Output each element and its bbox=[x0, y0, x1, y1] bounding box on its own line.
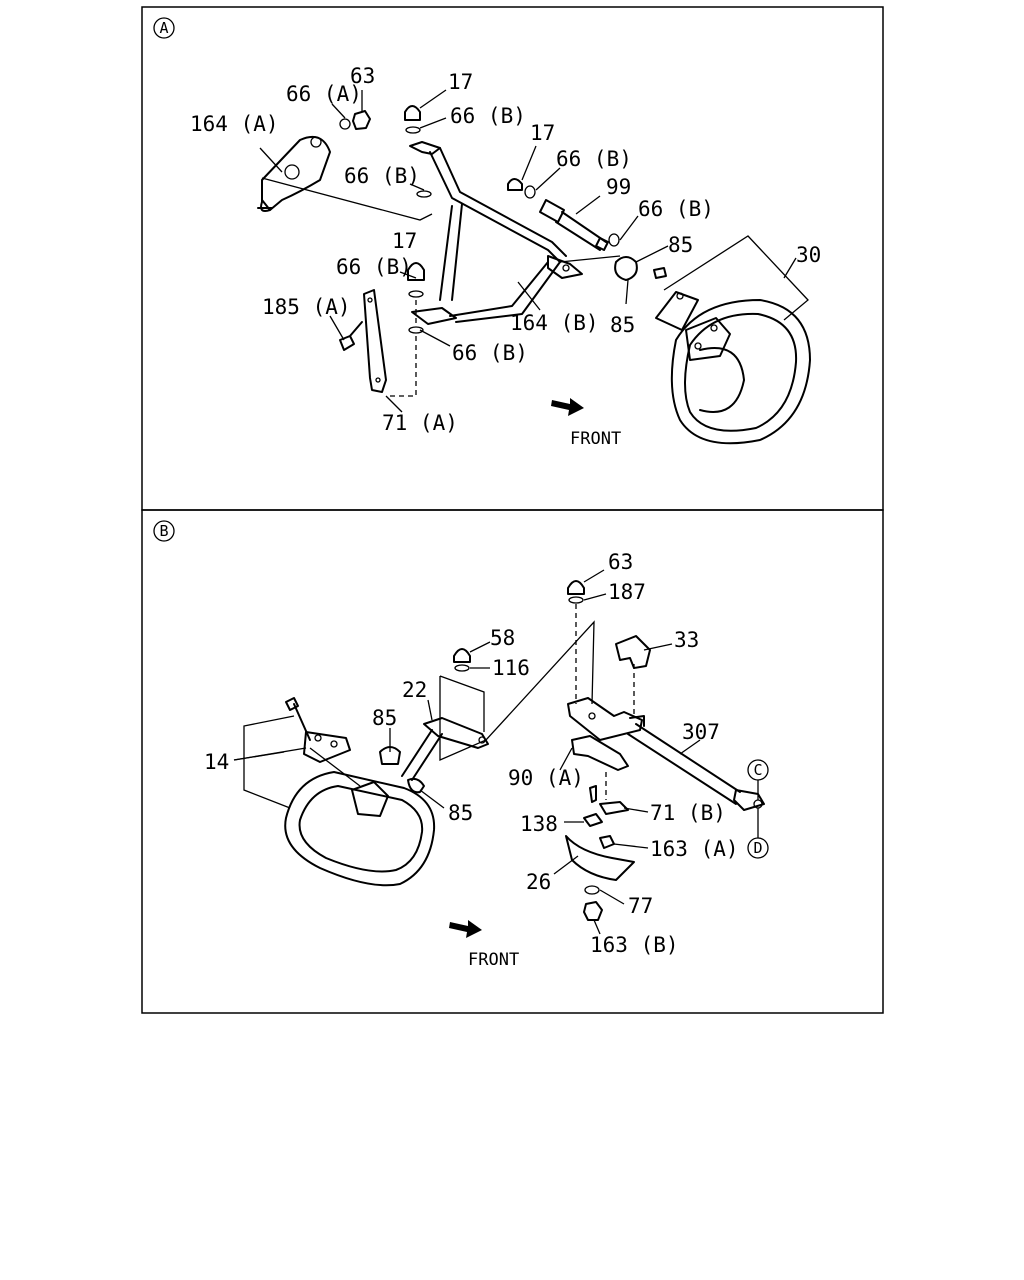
washer-66b-top bbox=[405, 126, 421, 134]
washer-66b-mid bbox=[524, 185, 536, 199]
label-17-mid: 17 bbox=[530, 121, 555, 145]
washer-66a bbox=[339, 118, 351, 130]
cover-33 bbox=[615, 635, 651, 669]
label-b-33: 33 bbox=[674, 628, 699, 652]
label-185a: 185 (A) bbox=[262, 295, 351, 319]
leaders-b bbox=[233, 569, 701, 935]
label-63: 63 bbox=[350, 64, 375, 88]
dash-a1 bbox=[386, 300, 417, 397]
label-66b-left: 66 (B) bbox=[344, 164, 420, 188]
cover-85-bot bbox=[407, 777, 425, 794]
panel-a-marker: A bbox=[159, 19, 168, 37]
nut-163b bbox=[583, 901, 603, 921]
front-arrow-a bbox=[551, 398, 584, 416]
label-66b-low: 66 (B) bbox=[336, 255, 412, 279]
reference-line-a3 bbox=[663, 235, 809, 321]
label-85-top: 85 bbox=[668, 233, 693, 257]
stay-307 bbox=[567, 697, 765, 811]
panel-b-marker: B bbox=[159, 522, 168, 540]
panel-b-frame bbox=[141, 509, 884, 1014]
label-b-77: 77 bbox=[628, 894, 653, 918]
label-b-14: 14 bbox=[204, 750, 229, 774]
label-164b: 164 (B) bbox=[510, 311, 599, 335]
label-66b-top: 66 (B) bbox=[450, 104, 526, 128]
label-d: D bbox=[753, 839, 762, 857]
washer-187 bbox=[568, 596, 584, 604]
label-b-85-bot: 85 bbox=[448, 801, 473, 825]
label-66a: 66 (A) bbox=[286, 82, 362, 106]
label-17-low: 17 bbox=[392, 229, 417, 253]
cover-85-top bbox=[379, 746, 401, 765]
mirror-30 bbox=[655, 291, 811, 445]
washer-116 bbox=[454, 664, 470, 672]
leaders-a bbox=[259, 89, 797, 413]
label-b-90a: 90 (A) bbox=[508, 766, 584, 790]
label-b-187: 187 bbox=[608, 580, 646, 604]
label-b-22: 22 bbox=[402, 678, 427, 702]
label-85-bot: 85 bbox=[610, 313, 635, 337]
nut-163a bbox=[599, 835, 615, 849]
panel-b-marker-circle bbox=[153, 520, 175, 542]
label-b-58: 58 bbox=[490, 626, 515, 650]
reference-line-a1 bbox=[261, 177, 433, 221]
washer-66b-low bbox=[408, 290, 424, 298]
bracket-90a bbox=[571, 735, 629, 771]
label-66b-bottom: 66 (B) bbox=[452, 341, 528, 365]
bolt-138 bbox=[583, 813, 603, 827]
reference-line-a2 bbox=[559, 255, 621, 263]
front-label-b: FRONT bbox=[468, 950, 519, 970]
front-arrow-b bbox=[449, 920, 482, 938]
bolt-99 bbox=[539, 199, 609, 251]
nut-63 bbox=[352, 110, 371, 130]
reference-box-b bbox=[439, 620, 595, 761]
washer-77 bbox=[584, 885, 600, 895]
bracket-22 bbox=[401, 717, 489, 781]
cap-nut-17-top bbox=[404, 105, 421, 121]
label-b-163b: 163 (B) bbox=[590, 933, 679, 957]
label-b-85-top: 85 bbox=[372, 706, 397, 730]
mirror-14 bbox=[284, 697, 436, 887]
panel-a: A bbox=[141, 6, 884, 511]
cap-nut-17-mid bbox=[507, 178, 523, 191]
bracket-164a bbox=[257, 136, 331, 212]
label-b-63: 63 bbox=[608, 550, 633, 574]
label-66b-mid: 66 (B) bbox=[556, 147, 632, 171]
panel-a-marker-circle bbox=[153, 17, 175, 39]
label-71a: 71 (A) bbox=[382, 411, 458, 435]
cover-85a bbox=[614, 256, 638, 281]
label-b-116: 116 bbox=[492, 656, 530, 680]
label-b-71b: 71 (B) bbox=[650, 801, 726, 825]
screw-85 bbox=[653, 267, 667, 279]
guard-26 bbox=[565, 835, 635, 881]
panel-b: B bbox=[141, 509, 884, 1014]
label-99: 99 bbox=[606, 175, 631, 199]
washer-66b-bottom bbox=[408, 326, 424, 334]
label-b-163a: 163 (A) bbox=[650, 837, 739, 861]
label-b-307: 307 bbox=[682, 720, 720, 744]
front-label-a: FRONT bbox=[570, 429, 621, 449]
bracket-71a bbox=[363, 289, 387, 393]
label-30: 30 bbox=[796, 243, 821, 267]
label-164a: 164 (A) bbox=[190, 112, 279, 136]
reference-line-b1 bbox=[243, 715, 361, 809]
cap-nut-17-low bbox=[407, 262, 425, 281]
cap-nut-63 bbox=[567, 580, 585, 595]
label-b-138: 138 bbox=[520, 812, 558, 836]
washer-66b-left bbox=[416, 190, 432, 198]
label-b-26: 26 bbox=[526, 870, 551, 894]
label-c: C bbox=[753, 761, 762, 779]
washer-66b-right bbox=[608, 233, 620, 247]
bracket-71b bbox=[589, 785, 629, 815]
bolt-185a bbox=[339, 321, 363, 351]
stay-164b bbox=[409, 141, 583, 325]
cap-nut-58 bbox=[453, 648, 471, 663]
label-66b-right: 66 (B) bbox=[638, 197, 714, 221]
label-17-top: 17 bbox=[448, 70, 473, 94]
